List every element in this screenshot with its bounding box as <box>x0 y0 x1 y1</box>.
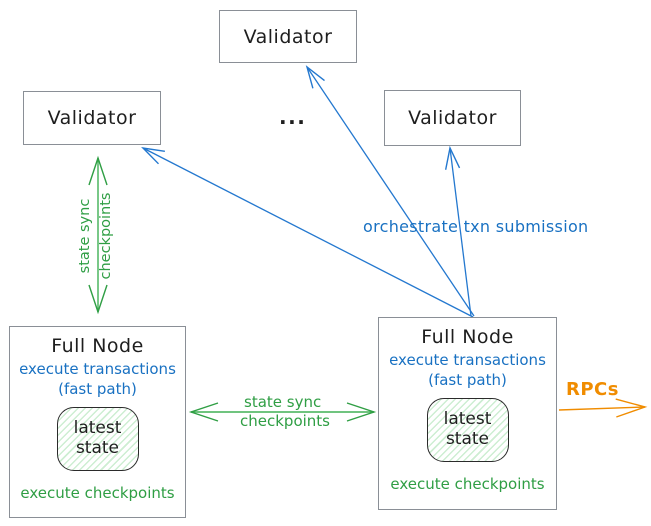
state-sync-vertical-label: state sync checkpoints <box>77 192 114 280</box>
latest-state-box: latest state <box>426 398 509 462</box>
validator-label: Validator <box>243 25 333 48</box>
state-sync-horizontal-label-line1: state sync <box>244 393 322 411</box>
validator-label: Validator <box>408 107 497 129</box>
full-node-right-box: Full Node execute transactions(fast path… <box>378 317 557 510</box>
validator-box-right: Validator <box>384 90 521 146</box>
orchestrate-txn-submission-label: orchestrate txn submission <box>363 217 589 236</box>
arrow-rpcs <box>558 398 648 418</box>
rpcs-label: RPCs <box>566 379 619 400</box>
validator-box-left: Validator <box>23 91 161 145</box>
full-node-title: Full Node <box>51 335 144 357</box>
full-node-left-box: Full Node execute transactions(fast path… <box>9 326 186 518</box>
state-sync-horizontal-label-line2: checkpoints <box>240 412 330 430</box>
execute-transactions-label: execute transactions(fast path) <box>389 351 546 389</box>
execute-checkpoints-label: execute checkpoints <box>20 484 175 502</box>
latest-state-box: latest state <box>56 407 139 471</box>
ellipsis-more-validators: ... <box>279 105 307 129</box>
full-node-title: Full Node <box>421 326 514 348</box>
execute-checkpoints-label: execute checkpoints <box>390 475 545 493</box>
validator-box-top: Validator <box>219 10 357 63</box>
execute-transactions-label: execute transactions(fast path) <box>19 360 176 398</box>
validator-label: Validator <box>47 107 137 129</box>
